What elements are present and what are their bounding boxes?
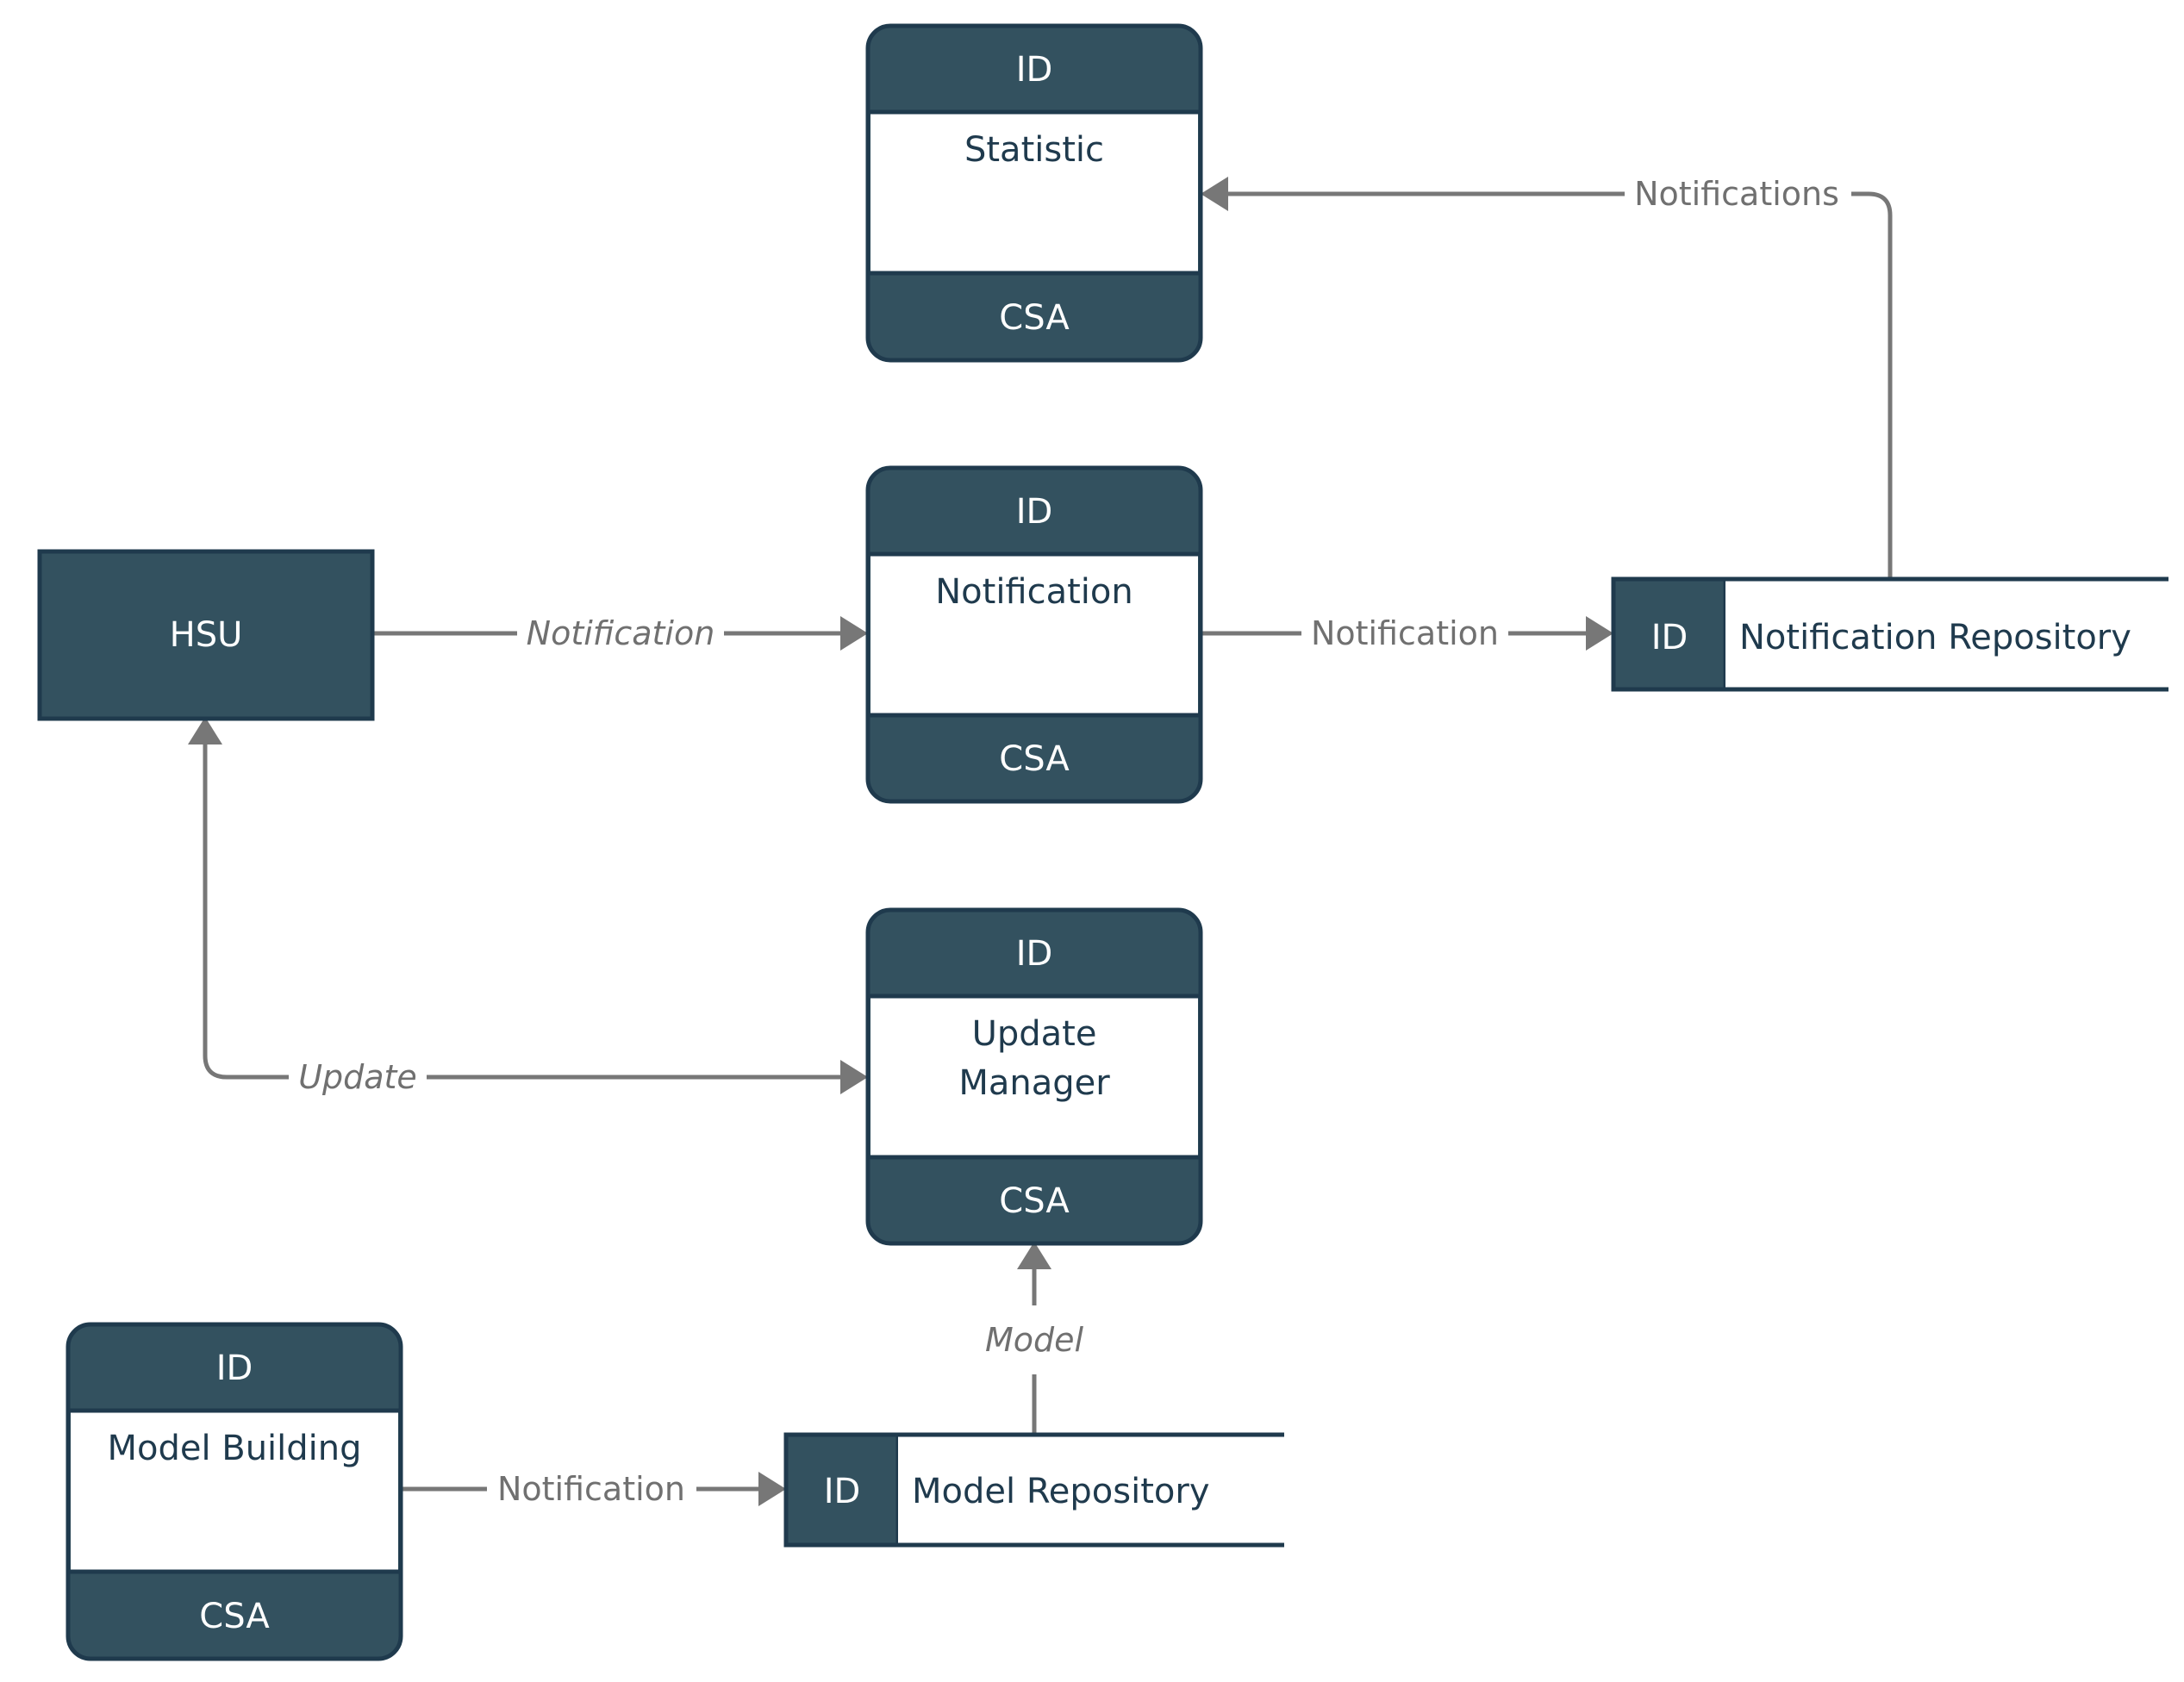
entity-name: HSU	[170, 615, 243, 655]
process-id: ID	[1016, 492, 1053, 532]
process-name: Statistic	[964, 130, 1104, 170]
process-name-line-2: Manager	[958, 1063, 1110, 1103]
process-id: ID	[1016, 934, 1053, 974]
flow-repository-to-statistic: Notifications	[1201, 171, 1893, 577]
flow-label-backdrop	[517, 611, 724, 656]
process-notification[interactable]: ID Notification CSA	[865, 465, 1203, 804]
store-model-repository[interactable]: ID Model Repository	[783, 1432, 1284, 1548]
process-update-manager[interactable]: ID Update Manager CSA	[865, 907, 1203, 1246]
flow-label: Notification	[527, 614, 715, 652]
flow-label-backdrop	[290, 1055, 426, 1100]
process-statistic[interactable]: ID Statistic CSA	[865, 23, 1203, 363]
process-location: CSA	[999, 298, 1070, 338]
flow-update-loop: Update	[188, 717, 868, 1100]
flow-label-backdrop	[488, 1467, 695, 1511]
store-name: Notification Repository	[1739, 618, 2131, 657]
flow-label: Notifications	[1634, 175, 1839, 213]
flow-label-backdrop	[1301, 611, 1508, 656]
process-name: Notification	[935, 572, 1133, 612]
flow-hsu-to-notification: Notification	[372, 611, 868, 656]
process-id: ID	[1016, 50, 1053, 90]
process-location: CSA	[199, 1597, 270, 1636]
process-location: CSA	[999, 1181, 1070, 1221]
entity-hsu[interactable]: HSU	[37, 549, 375, 721]
flow-label: Notification	[1311, 614, 1499, 652]
process-name: Model Building	[107, 1429, 361, 1468]
store-name: Model Repository	[912, 1472, 1210, 1511]
store-notification-repository[interactable]: ID Notification Repository	[1611, 576, 2168, 692]
flow-model-to-update: Model	[976, 1242, 1093, 1435]
flow-building-to-model-repo: Notification	[401, 1467, 786, 1511]
process-location: CSA	[999, 739, 1070, 779]
flow-label-backdrop	[1626, 171, 1848, 216]
process-model-building[interactable]: ID Model Building CSA	[66, 1322, 403, 1661]
flow-label: Notification	[497, 1470, 685, 1508]
store-id: ID	[824, 1472, 861, 1511]
flow-label-backdrop	[976, 1318, 1093, 1362]
flow-notification-to-repository: Notification	[1198, 611, 1613, 656]
flow-label: Update	[298, 1058, 417, 1096]
process-name-line-1: Update	[972, 1014, 1097, 1054]
store-id: ID	[1651, 618, 1688, 657]
process-id: ID	[216, 1349, 253, 1388]
flow-label: Model	[985, 1321, 1084, 1359]
